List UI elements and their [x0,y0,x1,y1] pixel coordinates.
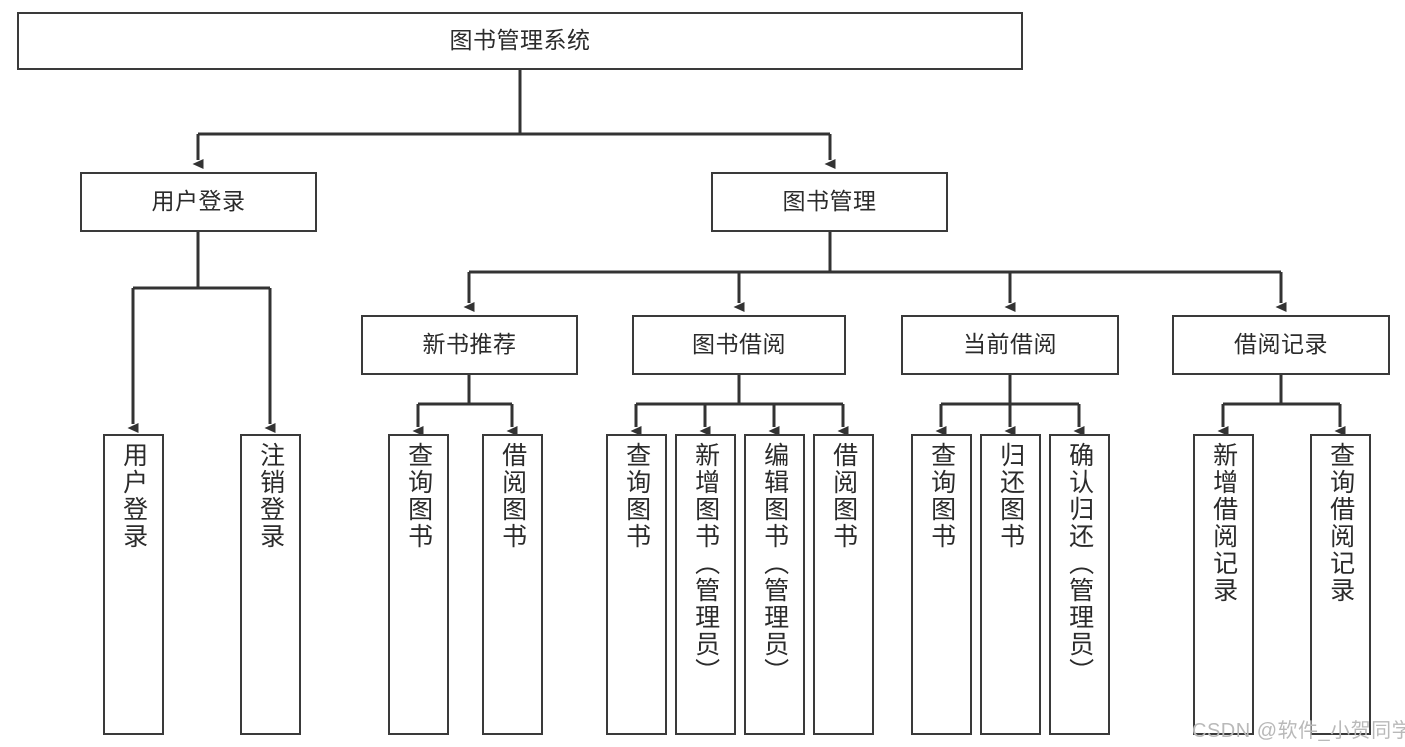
node-label: 查询图书 [622,442,651,550]
leaf-book-borrow-query[interactable]: 查询图书 [606,434,667,735]
node-label: 归还图书 [996,442,1025,550]
node-label: 借阅图书 [829,442,858,550]
node-user-login[interactable]: 用户登录 [80,172,317,232]
leaf-user-login-logout[interactable]: 注销登录 [240,434,301,735]
node-label: 新增借阅记录 [1209,442,1238,604]
leaf-book-borrow-add[interactable]: 新增图书（管理员） [675,434,736,735]
node-label: 图书借阅 [692,331,786,358]
node-label: 图书管理系统 [449,27,591,54]
leaf-current-borrow-confirm-return[interactable]: 确认归还（管理员） [1049,434,1110,735]
leaf-borrow-record-query[interactable]: 查询借阅记录 [1310,434,1371,735]
leaf-user-login-login[interactable]: 用户登录 [103,434,164,735]
node-label: 注销登录 [256,442,285,550]
node-book-management[interactable]: 图书管理 [711,172,948,232]
node-label: 确认归还（管理员） [1065,442,1094,685]
node-label: 用户登录 [151,188,246,215]
node-label: 图书管理 [782,188,877,215]
node-current-borrow[interactable]: 当前借阅 [901,315,1119,375]
csdn-watermark: CSDN @软件_小贺同学 [1192,720,1405,742]
node-label: 用户登录 [119,442,148,550]
node-label: 借阅图书 [498,442,527,550]
node-label: 查询借阅记录 [1326,442,1355,604]
node-label: 新书推荐 [422,331,517,358]
node-borrow-record[interactable]: 借阅记录 [1172,315,1390,375]
leaf-new-book-query[interactable]: 查询图书 [388,434,449,735]
node-label: 查询图书 [927,442,956,550]
node-label: 当前借阅 [963,331,1057,358]
leaf-book-borrow-edit[interactable]: 编辑图书（管理员） [744,434,805,735]
leaf-current-borrow-query[interactable]: 查询图书 [911,434,972,735]
leaf-new-book-borrow[interactable]: 借阅图书 [482,434,543,735]
leaf-book-borrow-borrow[interactable]: 借阅图书 [813,434,874,735]
leaf-borrow-record-add[interactable]: 新增借阅记录 [1193,434,1254,735]
node-root-system[interactable]: 图书管理系统 [17,12,1023,70]
node-book-borrow[interactable]: 图书借阅 [632,315,846,375]
node-label: 查询图书 [404,442,433,550]
leaf-current-borrow-return[interactable]: 归还图书 [980,434,1041,735]
node-label: 借阅记录 [1234,331,1328,358]
node-label: 编辑图书（管理员） [760,442,789,685]
node-label: 新增图书（管理员） [691,442,720,685]
node-new-book-recommend[interactable]: 新书推荐 [361,315,578,375]
